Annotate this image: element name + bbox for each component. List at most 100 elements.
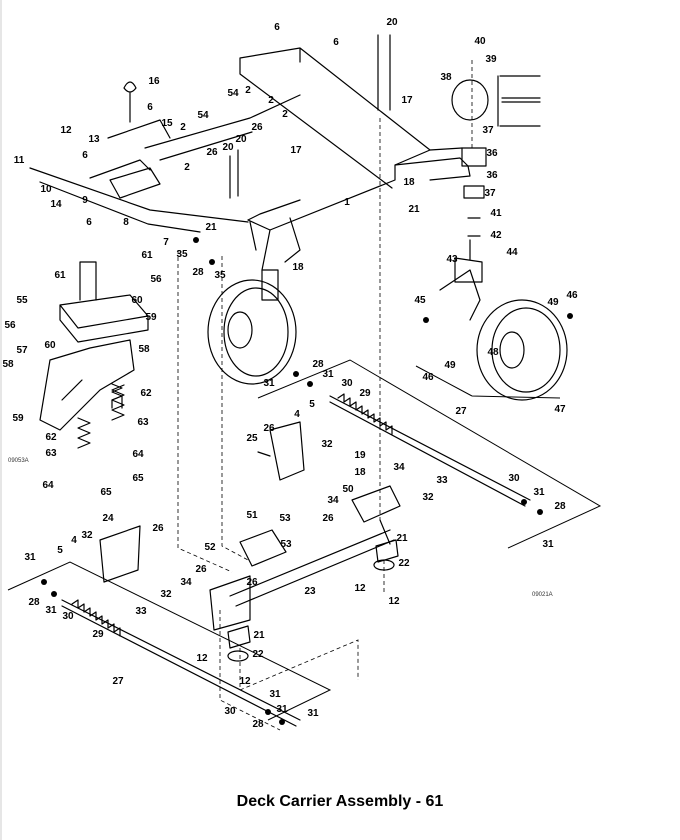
fasteners — [41, 237, 573, 725]
align-right-vertical — [379, 118, 385, 595]
align-center-vertical — [221, 256, 249, 561]
ref-code-right: 09021A — [532, 592, 553, 598]
callout-2: 2 — [268, 95, 274, 106]
callout-34: 34 — [393, 462, 405, 473]
callout-6: 6 — [86, 217, 92, 228]
callout-31: 31 — [276, 704, 288, 715]
callout-28: 28 — [312, 359, 324, 370]
fastener — [41, 579, 47, 585]
callout-4: 4 — [71, 535, 77, 546]
align-front-left — [219, 610, 359, 731]
callout-55: 55 — [16, 295, 28, 306]
callout-35: 35 — [176, 249, 188, 260]
spring-63-right — [111, 384, 125, 421]
callout-32: 32 — [321, 439, 333, 450]
callout-28: 28 — [192, 267, 204, 278]
callout-65: 65 — [100, 487, 112, 498]
align-left-vertical — [177, 250, 233, 573]
callout-36: 36 — [486, 170, 498, 181]
detail-bracket — [497, 75, 541, 127]
callout-27: 27 — [112, 676, 124, 687]
alignment-lines — [177, 60, 473, 731]
callout-39: 39 — [485, 54, 497, 65]
callout-62: 62 — [140, 388, 152, 399]
callout-33: 33 — [135, 606, 147, 617]
callout-31: 31 — [542, 539, 554, 550]
callout-32: 32 — [160, 589, 172, 600]
assembly-brackets — [7, 359, 602, 721]
callout-48: 48 — [487, 347, 499, 358]
callout-2: 2 — [282, 109, 288, 120]
callout-43: 43 — [446, 254, 458, 265]
diagram-caption: Deck Carrier Assembly - 61 — [236, 793, 444, 810]
frame-side-rail — [29, 159, 249, 233]
callout-6: 6 — [333, 37, 339, 48]
callout-31: 31 — [263, 378, 275, 389]
callout-42: 42 — [490, 230, 502, 241]
frame-axle-tube — [394, 147, 471, 181]
callout-12: 12 — [60, 125, 72, 136]
callout-58: 58 — [138, 344, 150, 355]
callout-36: 36 — [486, 148, 498, 159]
frame-upper-rail — [107, 94, 301, 161]
fastener — [51, 591, 57, 597]
callout-30: 30 — [341, 378, 353, 389]
callout-12: 12 — [239, 676, 251, 687]
callout-21: 21 — [408, 204, 420, 215]
hanger-bracket — [39, 339, 135, 431]
ref-code-left: 09053A — [8, 458, 29, 464]
callout-7: 7 — [163, 237, 169, 248]
callout-46: 46 — [422, 372, 434, 383]
callout-57: 57 — [16, 345, 28, 356]
callout-34: 34 — [327, 495, 339, 506]
callout-44: 44 — [506, 247, 518, 258]
spring-63-left — [77, 417, 91, 449]
callout-59: 59 — [145, 312, 157, 323]
front-rod-bracket — [7, 561, 332, 721]
mount-post — [79, 261, 97, 301]
callout-60: 60 — [131, 295, 143, 306]
right-wheel-bracket — [415, 365, 561, 399]
mount-plate — [59, 294, 149, 343]
left-caster-wheel — [207, 279, 297, 385]
callout-30: 30 — [62, 611, 74, 622]
callout-24: 24 — [102, 513, 114, 524]
callout-28: 28 — [554, 501, 566, 512]
callout-37: 37 — [482, 125, 494, 136]
callout-26: 26 — [263, 423, 275, 434]
callout-19: 19 — [354, 450, 366, 461]
callout-2: 2 — [245, 85, 251, 96]
callout-54: 54 — [227, 88, 239, 99]
callout-46: 46 — [566, 290, 578, 301]
left-wheel-tread — [223, 287, 289, 377]
callout-54: 54 — [197, 110, 209, 121]
pivot-21-right — [375, 539, 399, 563]
hook-bracket — [123, 81, 137, 123]
callout-23: 23 — [304, 586, 316, 597]
callout-37: 37 — [484, 188, 496, 199]
callout-31: 31 — [533, 487, 545, 498]
callout-21: 21 — [396, 533, 408, 544]
callout-31: 31 — [322, 369, 334, 380]
rear-lift-spring — [337, 393, 393, 435]
callout-5: 5 — [309, 399, 315, 410]
callout-6: 6 — [82, 150, 88, 161]
left-wheel-hub — [227, 311, 253, 349]
frame-cross-arm — [247, 199, 301, 271]
callout-17: 17 — [401, 95, 413, 106]
callout-53: 53 — [280, 539, 292, 550]
callout-30: 30 — [224, 706, 236, 717]
callout-26: 26 — [322, 513, 334, 524]
rear-rod-bracket — [257, 359, 602, 549]
callout-65: 65 — [132, 473, 144, 484]
callout-32: 32 — [422, 492, 434, 503]
callout-28: 28 — [28, 597, 40, 608]
callout-28: 28 — [252, 719, 264, 730]
callout-29: 29 — [92, 629, 104, 640]
callout-12: 12 — [354, 583, 366, 594]
callout-2: 2 — [184, 162, 190, 173]
callout-38: 38 — [440, 72, 452, 83]
callout-14: 14 — [50, 199, 62, 210]
